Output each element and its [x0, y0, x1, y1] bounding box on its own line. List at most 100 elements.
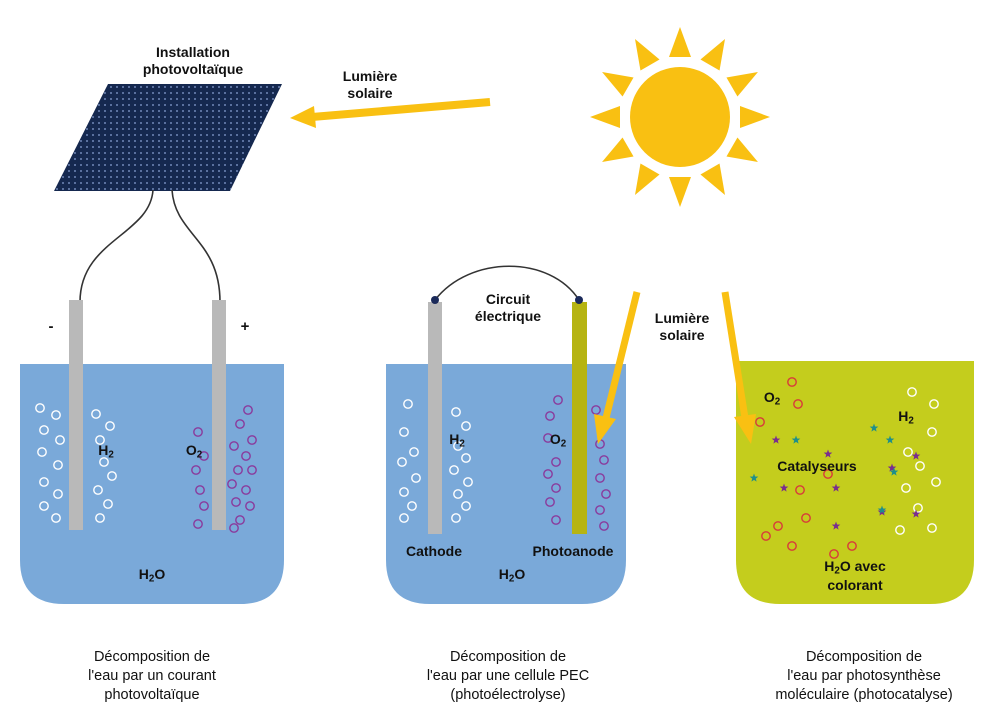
solar-panel	[54, 84, 282, 191]
o2-bubble	[591, 405, 601, 415]
h2-bubble	[907, 387, 917, 397]
sunlight-top-line1: Lumière	[342, 68, 398, 84]
sun-ray	[726, 137, 758, 162]
bubbles-catalysis	[755, 377, 941, 559]
h2-bubble	[461, 421, 471, 431]
h2-label-catalysis: H2	[898, 408, 914, 427]
caption-photocatalysis: Décomposition de l'eau par photosynthèse…	[744, 648, 984, 705]
sun-ray	[602, 72, 634, 97]
h2-bubble	[91, 409, 101, 419]
h2-bubble	[399, 487, 409, 497]
cathode-label: Cathode	[406, 543, 462, 559]
h2-bubble	[461, 453, 471, 463]
o2-bubble	[235, 515, 245, 525]
circuit-line2: électrique	[474, 307, 542, 324]
sun-ray	[635, 39, 660, 71]
o2-bubble	[235, 419, 245, 429]
h2-label-pec: H2	[449, 431, 465, 450]
sun-ray	[669, 27, 691, 57]
caption-pec: Décomposition de l'eau par une cellule P…	[390, 648, 626, 705]
o2-bubble	[247, 465, 257, 475]
h2-bubble	[927, 427, 937, 437]
h2-bubble	[451, 513, 461, 523]
h2-bubble	[399, 513, 409, 523]
h2-bubble	[39, 477, 49, 487]
sun-rays	[590, 27, 770, 207]
caption-pv-line1: Décomposition de	[93, 649, 211, 665]
h2-bubble	[39, 501, 49, 511]
o2-bubble	[247, 435, 257, 445]
sun-ray	[590, 106, 620, 128]
circuit-line1: Circuit	[485, 291, 531, 307]
o2-bubble	[551, 515, 561, 525]
wire-negative	[79, 189, 154, 303]
catalyst-star-icon	[887, 463, 897, 472]
cathode-electrode	[428, 302, 442, 534]
o2-label-pv: O2	[185, 442, 203, 461]
catalyst-star-icon	[749, 473, 759, 482]
catalyst-star-icon	[877, 505, 887, 514]
external-circuit-wire	[434, 265, 580, 301]
o2-bubble	[595, 473, 605, 483]
o2-bubble	[601, 489, 611, 499]
h2-bubble	[451, 407, 461, 417]
caption-pv-line3: photovoltaïque	[104, 687, 200, 704]
h2-bubble	[453, 441, 463, 451]
h2-bubble	[95, 513, 105, 523]
h2-label-pv: H2	[98, 442, 114, 461]
positive-terminal-sign: +	[240, 318, 250, 335]
o2-bubble	[545, 411, 555, 421]
sunlight-arrow-to-panel	[290, 98, 491, 128]
o2-label-pec: O2	[549, 431, 567, 450]
o2-bubble	[245, 501, 255, 511]
catalyst-stars	[749, 423, 921, 530]
sun-ray	[700, 163, 725, 195]
cathode-contact-dot	[431, 296, 439, 304]
o2-bubble	[193, 519, 203, 529]
caption-pec-line2: l'eau par une cellule PEC	[426, 668, 590, 685]
o2-bubble	[199, 501, 209, 511]
o2-bubble	[543, 469, 553, 479]
caption-pec-line3: (photoélectrolyse)	[450, 687, 566, 704]
caption-photocatalysis-line2: l'eau par photosynthèse	[787, 668, 941, 685]
cathode-electrode-pv	[69, 300, 83, 530]
o2-bubble	[773, 521, 783, 531]
anode-electrode-pv	[212, 300, 226, 530]
o2-bubble	[243, 405, 253, 415]
o2-label-catalysis: O2	[763, 389, 781, 408]
h2-bubble	[915, 461, 925, 471]
o2-bubble	[241, 451, 251, 461]
o2-bubble	[229, 523, 239, 533]
o2-bubble	[543, 433, 553, 443]
photoanode-electrode	[572, 302, 587, 534]
o2-bubble	[193, 427, 203, 437]
photocatalysis-cell	[721, 291, 974, 604]
h2-bubble	[399, 427, 409, 437]
wire-positive	[171, 189, 221, 303]
o2-bubble	[801, 513, 811, 523]
water-label-pv: H2O	[138, 566, 166, 585]
h2-bubble	[927, 523, 937, 533]
o2-bubble	[231, 497, 241, 507]
o2-bubble	[847, 541, 857, 551]
h2-bubble	[37, 447, 47, 457]
catalyst-star-icon	[911, 451, 921, 460]
o2-bubble	[595, 505, 605, 515]
o2-bubble	[795, 485, 805, 495]
h2-bubble	[407, 501, 417, 511]
catalyst-star-icon	[869, 423, 879, 432]
bubbles-pec	[397, 395, 611, 531]
catalyst-star-icon	[831, 521, 841, 530]
h2-bubble	[397, 457, 407, 467]
caption-pv-line2: l'eau par un courant	[88, 668, 216, 685]
o2-bubble	[551, 483, 561, 493]
bubbles-pv	[35, 403, 257, 533]
h2-bubble	[53, 489, 63, 499]
h2-bubble	[55, 435, 65, 445]
h2-bubble	[105, 421, 115, 431]
pv-electrolysis-cell	[20, 189, 284, 604]
sunlight-arrow-to-dye	[721, 291, 756, 444]
o2-bubble	[229, 441, 239, 451]
h2-bubble	[107, 471, 117, 481]
o2-bubble	[553, 395, 563, 405]
